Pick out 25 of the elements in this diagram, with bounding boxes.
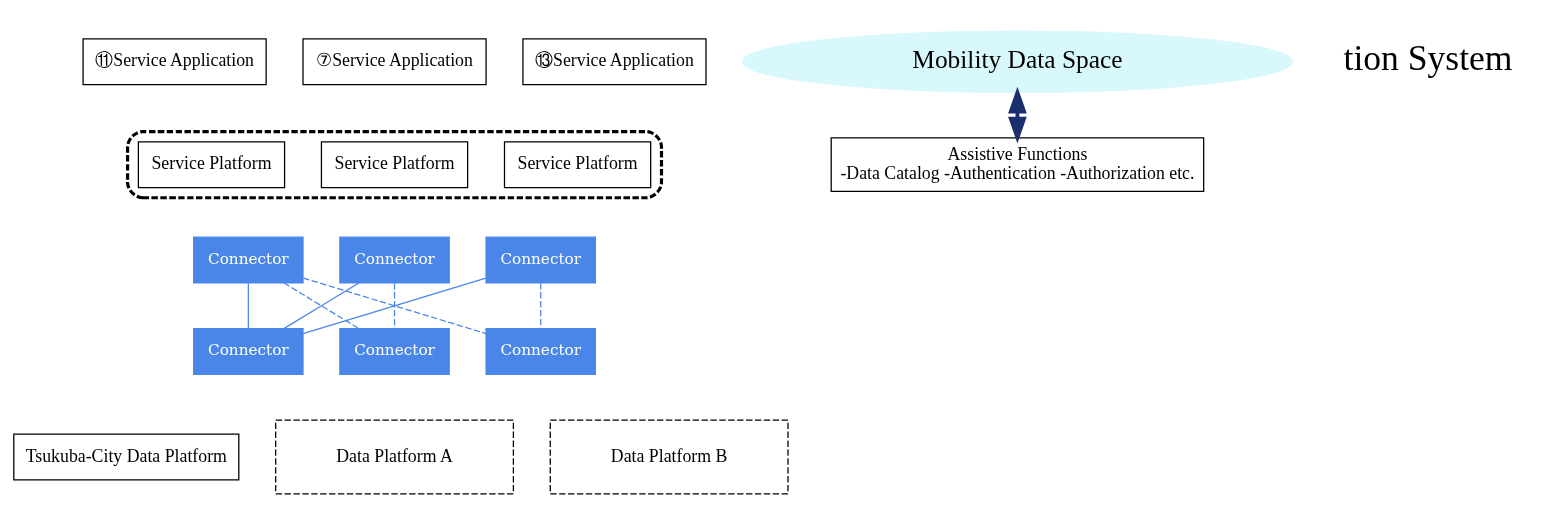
arrow bbox=[1008, 86, 1027, 144]
node-box: Connector bbox=[485, 236, 597, 284]
node-box: Assistive Functions -Data Catalog -Authentication -Authorization etc. bbox=[830, 137, 1205, 192]
node-box: ⑦Service Application bbox=[302, 38, 487, 86]
node-box: Data Platform A bbox=[275, 419, 515, 495]
node-ellipse: Mobility Data Space bbox=[742, 30, 1293, 93]
node-box: Connector bbox=[339, 328, 450, 376]
connector bbox=[302, 277, 487, 335]
connector bbox=[540, 282, 542, 330]
node-box: Tsukuba-City Data Platform bbox=[13, 433, 240, 481]
connector bbox=[283, 282, 360, 330]
node-box: Connector bbox=[193, 328, 304, 376]
node-box: Connector bbox=[193, 236, 304, 284]
connector bbox=[247, 282, 249, 330]
node-box: Service Platform bbox=[503, 141, 652, 189]
node-box: Service Platform bbox=[320, 141, 469, 189]
label: tion System bbox=[1343, 38, 1513, 79]
connector bbox=[393, 282, 396, 330]
node-box: Connector bbox=[339, 236, 450, 284]
node-box: Data Platform B bbox=[549, 419, 789, 495]
node-box: Service Platform bbox=[137, 141, 286, 189]
node-box: Connector bbox=[485, 328, 597, 376]
node-box: ⑪Service Application bbox=[82, 38, 267, 86]
cluster bbox=[125, 130, 664, 200]
node-box: ⑬Service Application bbox=[522, 38, 707, 86]
